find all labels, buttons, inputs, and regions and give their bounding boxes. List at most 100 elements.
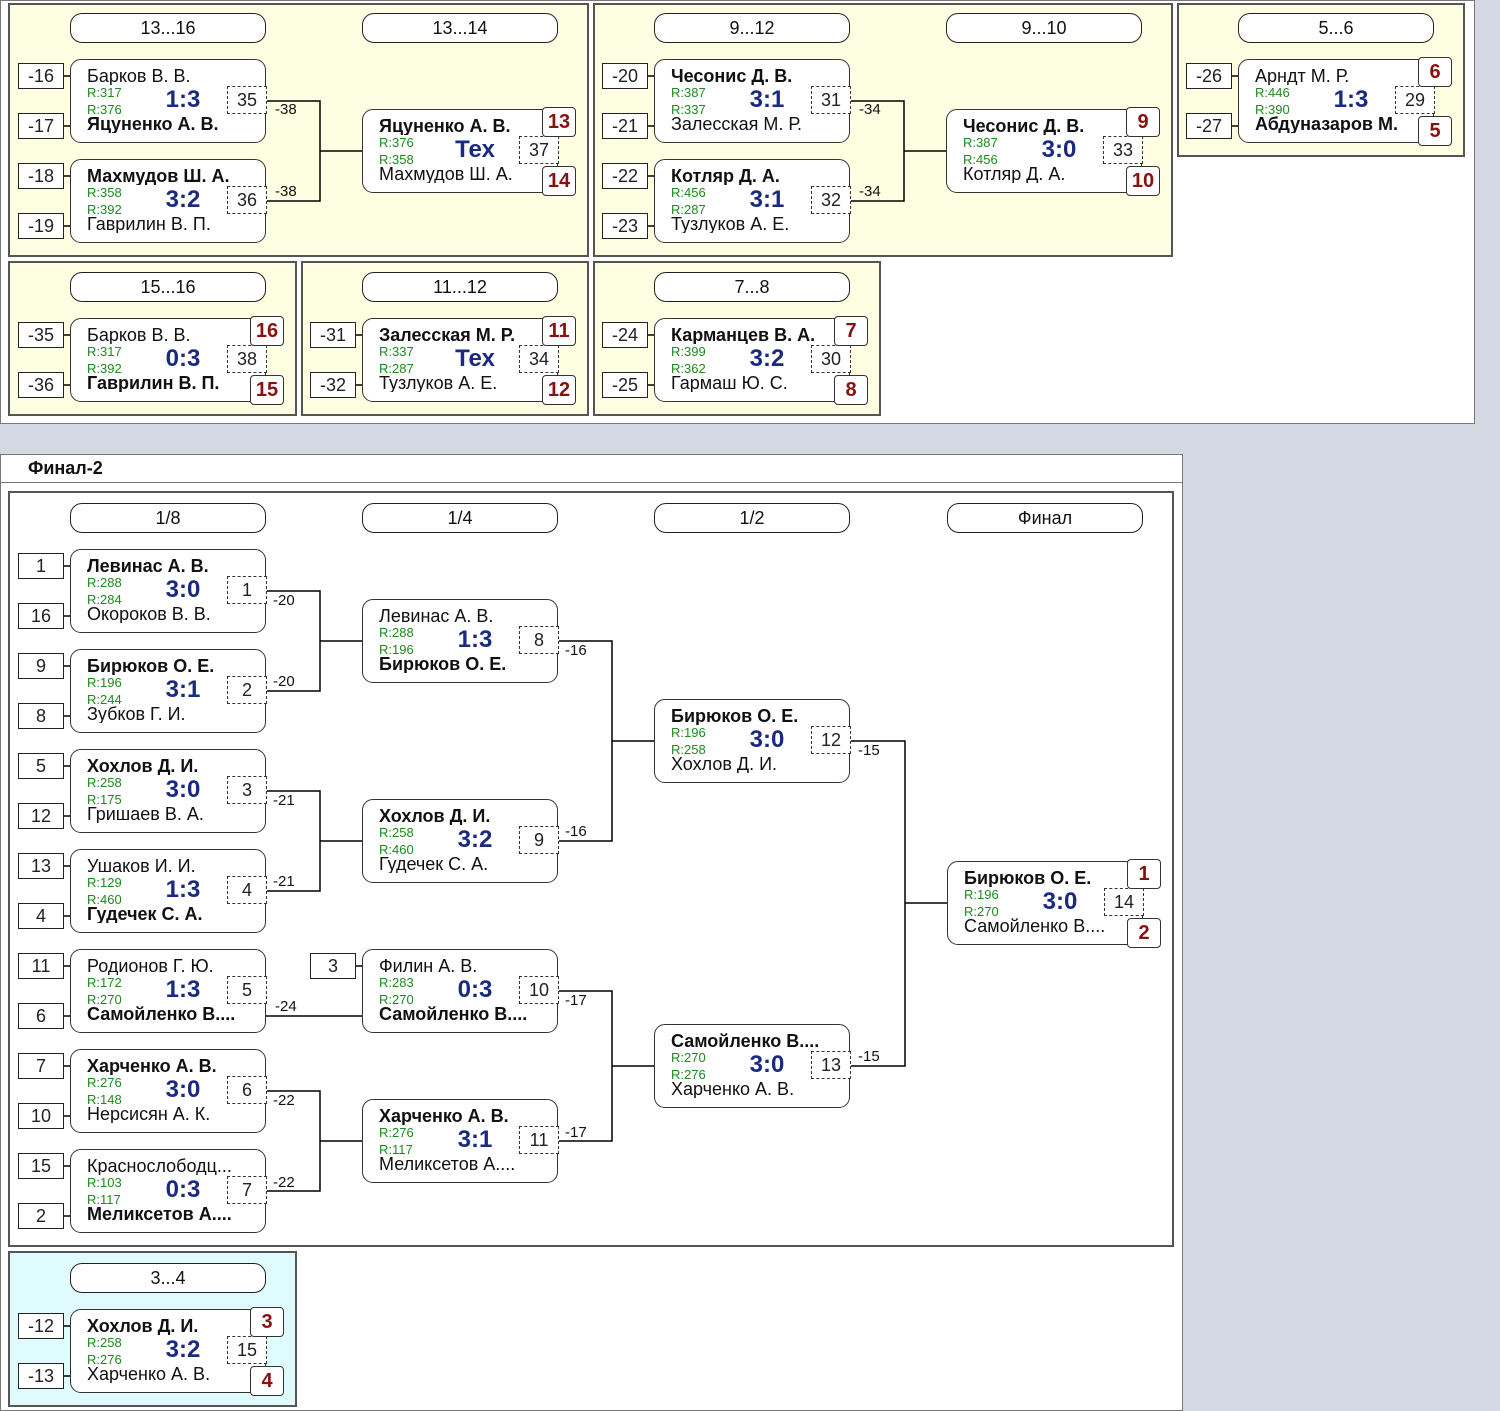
player-1-name: Левинас А. В. xyxy=(87,557,209,575)
seed-box: -36 xyxy=(18,372,64,398)
loser-label: -34 xyxy=(859,183,881,200)
match-number: 35 xyxy=(227,86,267,114)
seed-box: 4 xyxy=(18,903,64,929)
player-2-name: Окороков В. В. xyxy=(87,605,211,623)
player-2-rating: R:175 xyxy=(87,792,122,807)
player-1-name: Залесская М. Р. xyxy=(379,326,516,344)
player-1-rating: R:258 xyxy=(87,775,122,790)
player-1-name: Котляр Д. А. xyxy=(671,167,780,185)
player-2-rating: R:287 xyxy=(379,361,414,376)
player-2-rating: R:392 xyxy=(87,202,122,217)
match-score: 3:0 xyxy=(165,1076,201,1103)
loser-label: -17 xyxy=(565,992,587,1009)
seed-box: -25 xyxy=(602,372,648,398)
loser-label: -38 xyxy=(275,101,297,118)
loser-label: -20 xyxy=(273,592,295,609)
match-number: 5 xyxy=(227,976,267,1004)
player-1-rating: R:288 xyxy=(379,625,414,640)
player-1-name: Левинас А. В. xyxy=(379,607,494,625)
player-1-name: Филин А. В. xyxy=(379,957,478,975)
seed-box: 12 xyxy=(18,803,64,829)
player-2-name: Меликсетов А.... xyxy=(379,1155,516,1173)
player-2-rating: R:392 xyxy=(87,361,122,376)
player-2-rating: R:270 xyxy=(87,992,122,1007)
place-badge: 8 xyxy=(834,375,868,405)
player-1-name: Хохлов Д. И. xyxy=(87,757,199,775)
final-2-header-line xyxy=(0,482,1183,483)
loser-label: -21 xyxy=(273,873,295,890)
player-1-rating: R:196 xyxy=(671,725,706,740)
round-label-15-16: 15...16 xyxy=(70,272,266,302)
loser-label: -24 xyxy=(275,998,297,1015)
player-2-name: Тузлуков А. Е. xyxy=(379,374,498,392)
place-badge: 12 xyxy=(542,375,576,405)
round-label-13-16: 13...16 xyxy=(70,13,266,43)
player-1-rating: R:446 xyxy=(1255,85,1290,100)
match-score: 3:0 xyxy=(1041,136,1077,163)
match-score: 3:1 xyxy=(749,186,785,213)
player-2-rating: R:358 xyxy=(379,152,414,167)
player-1-name: Хохлов Д. И. xyxy=(379,807,491,825)
loser-label: -22 xyxy=(273,1092,295,1109)
player-1-name: Харченко А. В. xyxy=(379,1107,509,1125)
player-2-name: Гаврилин В. П. xyxy=(87,374,220,392)
player-1-name: Чесонис Д. В. xyxy=(671,67,793,85)
seed-box: -18 xyxy=(18,163,64,189)
player-2-name: Абдуназаров М. xyxy=(1255,115,1398,133)
match-score: 1:3 xyxy=(165,86,201,113)
seed-box: -32 xyxy=(310,372,356,398)
round-label-1-2: 1/2 xyxy=(654,503,850,533)
player-2-name: Яцуненко А. В. xyxy=(87,115,219,133)
player-1-rating: R:317 xyxy=(87,85,122,100)
player-2-rating: R:276 xyxy=(87,1352,122,1367)
player-1-name: Арндт М. Р. xyxy=(1255,67,1350,85)
seed-box: -12 xyxy=(18,1313,64,1339)
player-2-name: Гудечек С. А. xyxy=(87,905,203,923)
match-score: 1:3 xyxy=(457,626,493,653)
seed-box: 3 xyxy=(310,953,356,979)
player-2-name: Гудечек С. А. xyxy=(379,855,489,873)
seed-box: -23 xyxy=(602,213,648,239)
player-2-rating: R:362 xyxy=(671,361,706,376)
match-number: 34 xyxy=(519,345,559,373)
round-label-5-6: 5...6 xyxy=(1238,13,1434,43)
seed-box: 11 xyxy=(18,953,64,979)
seed-box: -19 xyxy=(18,213,64,239)
match-number: 1 xyxy=(227,576,267,604)
player-1-name: Харченко А. В. xyxy=(87,1057,217,1075)
player-1-name: Бирюков О. Е. xyxy=(964,869,1092,887)
match-number: 32 xyxy=(811,186,851,214)
match-number: 33 xyxy=(1103,136,1143,164)
place-badge: 6 xyxy=(1418,57,1452,87)
player-2-name: Гаврилин В. П. xyxy=(87,215,211,233)
place-badge: 7 xyxy=(834,316,868,346)
player-2-name: Самойленко В.... xyxy=(379,1005,528,1023)
place-badge: 4 xyxy=(250,1366,284,1396)
round-label-1-8: 1/8 xyxy=(70,503,266,533)
